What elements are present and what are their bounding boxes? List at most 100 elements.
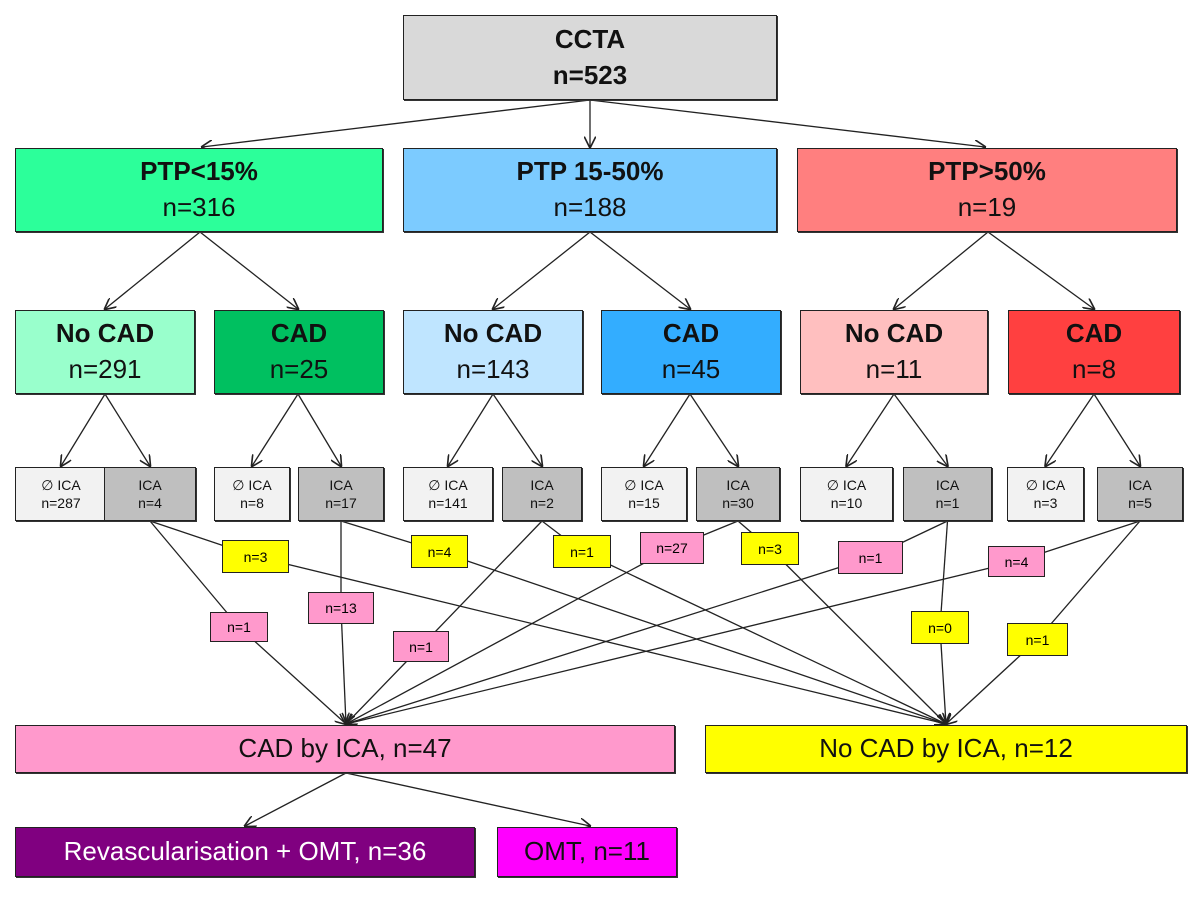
cad-flow-count-label: n=1 — [838, 541, 903, 574]
ica-node-count: n=4 — [138, 495, 162, 511]
arrow-to-revascularisation — [245, 772, 347, 826]
ica-node-count: n=5 — [1128, 495, 1152, 511]
arrow-to-cad-by-ica — [238, 626, 346, 724]
no-ica-node: ∅ ICA n=141 — [403, 467, 493, 521]
ptp-high-count: n=19 — [957, 192, 1017, 222]
cad-flow-count-label: n=1 — [210, 612, 268, 642]
ica-node-count: n=287 — [41, 495, 81, 511]
arrow-cad-to-ica — [689, 393, 738, 466]
ica-node: ICA n=17 — [298, 467, 384, 521]
no-ica-node: ∅ ICA n=3 — [1007, 467, 1084, 521]
flow-line-to-cad — [420, 520, 543, 647]
cad-level-count: n=291 — [68, 354, 142, 384]
arrow-to-cad-by-ica — [346, 560, 1017, 725]
arrow-ptp-to-cad — [589, 231, 690, 309]
no-cad-by-ica-label: No CAD by ICA, n=12 — [819, 733, 1073, 764]
arrow-ptp-to-cad — [199, 231, 298, 309]
ica-node: ICA n=1 — [903, 467, 992, 521]
ptp-mid-node: PTP 15-50% n=188 — [403, 148, 777, 232]
arrow-to-cad-by-ica — [346, 556, 871, 725]
ica-node-title: ∅ ICA — [232, 476, 272, 493]
ptp-mid-count: n=188 — [553, 192, 627, 222]
cad-level-title: No CAD — [443, 318, 543, 349]
no-ica-node: ∅ ICA n=287 — [15, 467, 107, 521]
arrow-to-no-cad-by-ica — [439, 550, 947, 725]
cad-flow-count-label: n=4 — [988, 546, 1045, 577]
arrow-ptp-to-cad — [894, 231, 989, 309]
ica-node-title: ∅ ICA — [826, 476, 867, 493]
ica-node-count: n=141 — [428, 495, 468, 511]
ica-node-title: ∅ ICA — [41, 476, 81, 493]
no-cad-flow-count-label: n=0 — [911, 611, 969, 644]
ica-node-count: n=30 — [722, 495, 754, 511]
no-cad-flow-count-label: n=1 — [1007, 623, 1068, 656]
ptp-low-title: PTP<15% — [140, 156, 258, 187]
arrow-cad-to-ica — [61, 393, 106, 466]
cad-level-count: n=11 — [865, 354, 923, 384]
cad-level-count: n=8 — [1071, 354, 1117, 384]
revascularisation-label: Revascularisation + OMT, n=36 — [63, 836, 427, 867]
no-cad-by-ica-node: No CAD by ICA, n=12 — [705, 725, 1187, 773]
ica-node-title: ∅ ICA — [624, 476, 664, 493]
no-cad-flow-count-label: n=4 — [411, 535, 468, 568]
ccta-title: CCTA — [554, 23, 626, 54]
arrow-to-no-cad-by-ica — [769, 548, 946, 725]
no-cad-flow-count-label: n=1 — [553, 535, 611, 568]
omt-label: OMT, n=11 — [524, 836, 650, 867]
ccta-node: CCTA n=523 — [403, 15, 777, 100]
cad-level-node: CAD n=8 — [1008, 310, 1180, 394]
cad-level-count: n=143 — [456, 354, 530, 384]
ccta-count: n=523 — [552, 59, 628, 90]
ica-node-title: ICA — [935, 476, 960, 493]
ptp-mid-title: PTP 15-50% — [516, 156, 664, 187]
arrow-cad-to-ica — [1046, 393, 1095, 466]
cad-flow-count-label: n=27 — [640, 532, 704, 564]
cad-by-ica-node: CAD by ICA, n=47 — [15, 725, 675, 773]
cad-level-count: n=25 — [269, 354, 329, 384]
no-ica-node: ∅ ICA n=10 — [800, 467, 893, 521]
arrow-cad-to-ica — [252, 393, 299, 466]
cad-level-node: CAD n=25 — [214, 310, 384, 394]
flow-line-to-no-cad — [1037, 520, 1141, 640]
ica-node-count: n=10 — [830, 495, 863, 511]
no-ica-node: ∅ ICA n=8 — [214, 467, 290, 521]
ica-node-count: n=17 — [325, 495, 357, 511]
ica-node-title: ICA — [329, 476, 353, 493]
ica-node-count: n=8 — [240, 495, 264, 511]
arrow-cad-to-ica — [104, 393, 150, 466]
ica-node-count: n=2 — [530, 495, 554, 511]
arrow-ptp-to-cad — [105, 231, 201, 309]
no-cad-flow-count-label: n=3 — [741, 532, 799, 565]
cad-level-title: CAD — [270, 318, 328, 349]
revascularisation-node: Revascularisation + OMT, n=36 — [15, 827, 475, 877]
cad-level-title: CAD — [662, 318, 720, 349]
no-cad-flow-count-label: n=3 — [222, 540, 289, 573]
cad-level-node: No CAD n=11 — [800, 310, 988, 394]
flow-line-to-cad — [149, 520, 240, 628]
ica-node-title: ∅ ICA — [1025, 476, 1066, 493]
ica-node-title: ∅ ICA — [428, 476, 468, 493]
arrow-cad-to-ica — [1093, 393, 1140, 466]
cad-flow-count-label: n=1 — [393, 631, 449, 662]
arrow-cad-to-ica — [297, 393, 341, 466]
cad-level-title: CAD — [1065, 318, 1123, 349]
arrow-cad-to-ica — [644, 393, 691, 466]
ica-node-title: ICA — [530, 476, 554, 493]
arrow-cad-to-ica — [492, 393, 542, 466]
arrow-cad-to-ica — [847, 393, 895, 466]
cad-level-count: n=45 — [661, 354, 721, 384]
arrow-to-cad-by-ica — [341, 607, 346, 724]
ica-node: ICA n=2 — [502, 467, 582, 521]
cad-by-ica-label: CAD by ICA, n=47 — [238, 733, 452, 764]
ica-node-title: ICA — [138, 476, 162, 493]
arrow-to-no-cad-by-ica — [255, 555, 947, 725]
omt-node: OMT, n=11 — [497, 827, 677, 877]
arrow-cad-to-ica — [893, 393, 948, 466]
arrow-ptp-to-cad — [493, 231, 591, 309]
ica-node-count: n=3 — [1033, 495, 1058, 511]
ptp-low-count: n=316 — [162, 192, 236, 222]
ica-node-count: n=1 — [935, 495, 960, 511]
